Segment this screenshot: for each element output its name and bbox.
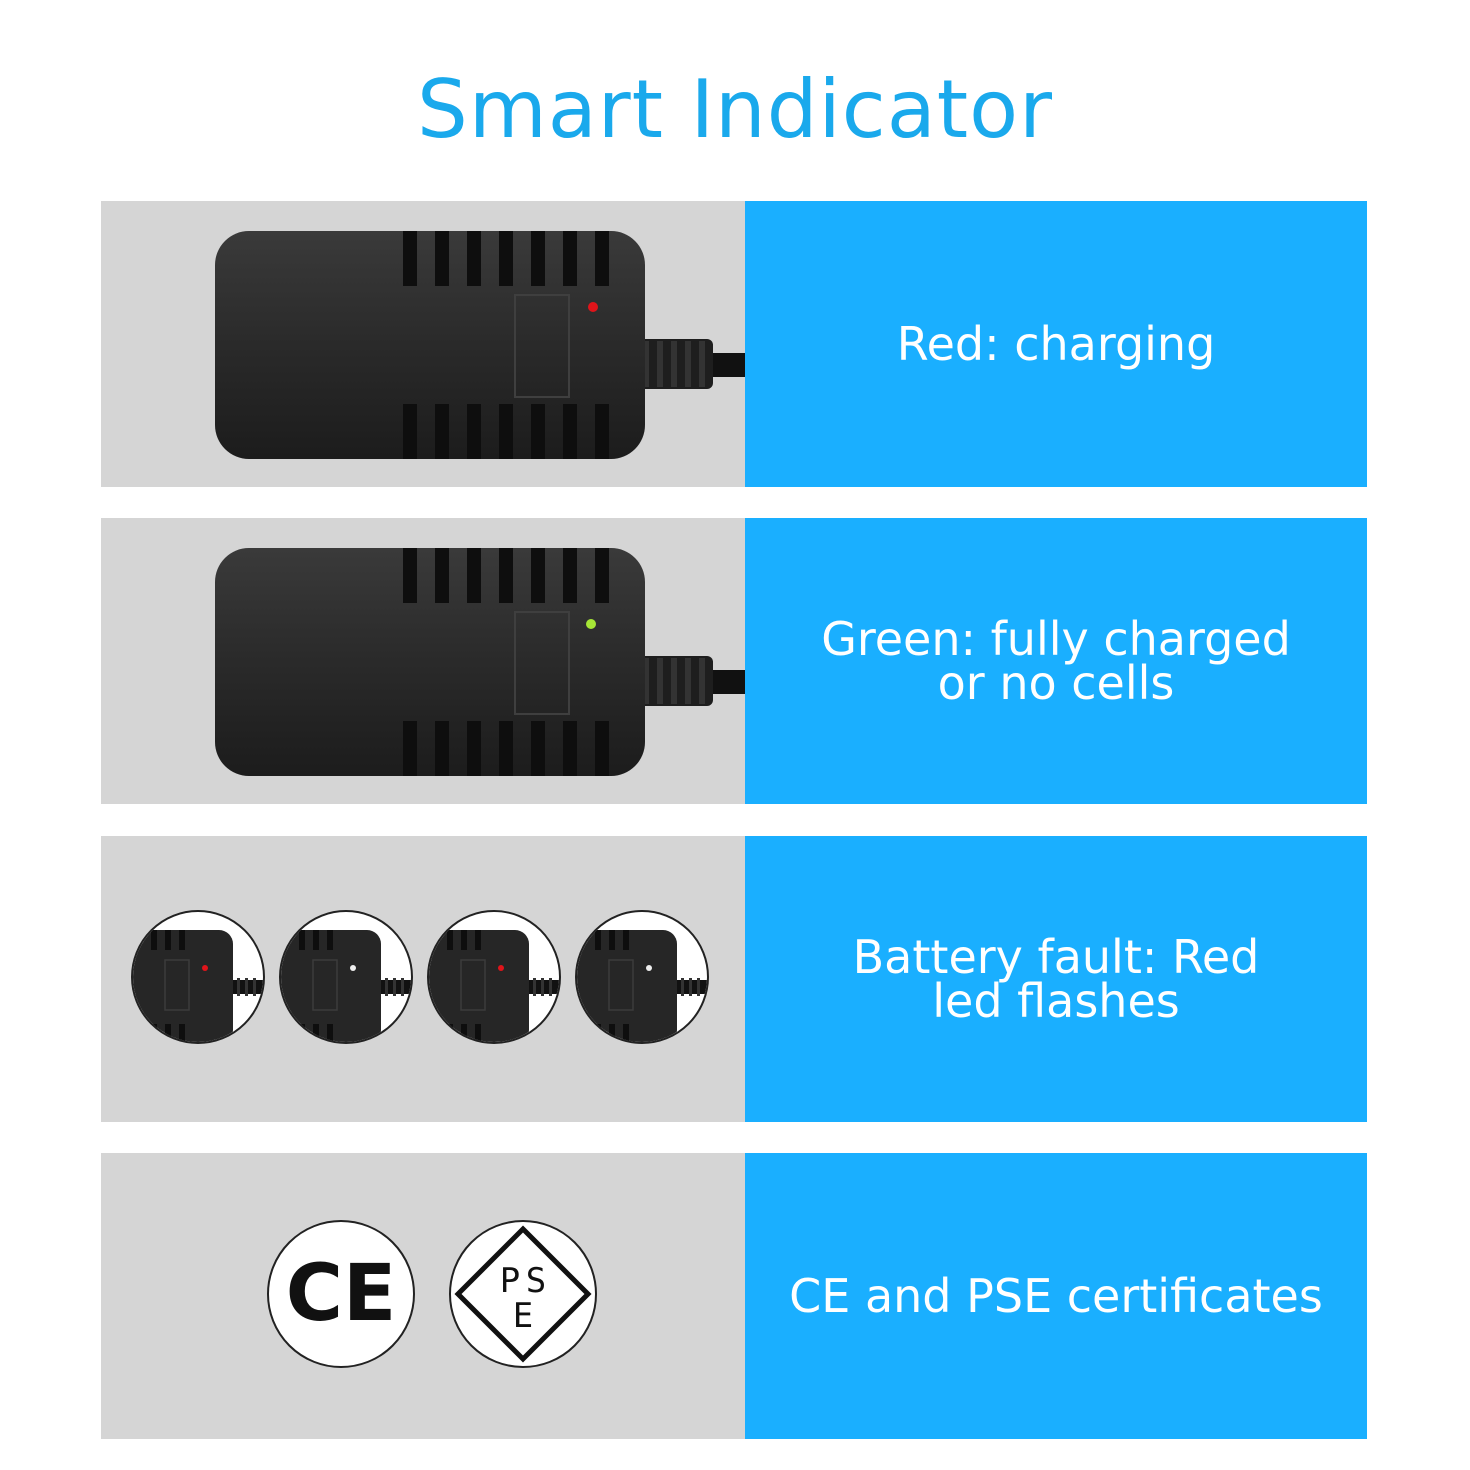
- indicator-row-certificates: CE P S E CE and PSE certificates: [101, 1153, 1367, 1439]
- caption-line: or no cells: [937, 656, 1175, 710]
- pse-letter: E: [513, 1296, 533, 1336]
- led-indicator: [588, 302, 598, 312]
- certificate-badges: CE P S E: [266, 1219, 598, 1369]
- charger-red-led-image: [215, 231, 745, 459]
- led-indicator: [586, 619, 596, 629]
- caption-line: Battery fault: Red: [852, 930, 1260, 984]
- page-title: Smart Indicator: [417, 63, 1053, 156]
- caption-panel: Green: fully charged or no cells: [745, 518, 1367, 804]
- charger-circle-red-icon: [427, 910, 561, 1044]
- charger-circle-red-icon: [131, 910, 265, 1044]
- caption-charging: Red: charging: [867, 317, 1246, 371]
- caption-line: led flashes: [932, 974, 1180, 1028]
- charger-image-panel: [101, 201, 745, 487]
- flash-sequence: [131, 910, 709, 1044]
- indicator-row-charging: Red: charging: [101, 201, 1367, 487]
- caption-panel: CE and PSE certificates: [745, 1153, 1367, 1439]
- charger-circle-white-icon: [279, 910, 413, 1044]
- caption-line: Red: charging: [896, 317, 1216, 371]
- caption-line: Green: fully charged: [821, 612, 1291, 666]
- certificates-panel: CE P S E: [101, 1153, 745, 1439]
- caption-line: CE and PSE certificates: [789, 1269, 1323, 1323]
- charger-circle-white-icon: [575, 910, 709, 1044]
- charger-image-panel: [101, 836, 745, 1122]
- caption-panel: Red: charging: [745, 201, 1367, 487]
- indicator-row-battery-fault: Battery fault: Red led flashes: [101, 836, 1367, 1122]
- pse-mark-icon: P S E: [449, 1220, 597, 1368]
- charger-image-panel: [101, 518, 745, 804]
- ce-mark-icon: CE: [267, 1220, 415, 1368]
- pse-letter: S: [526, 1261, 546, 1301]
- indicator-row-fully-charged: Green: fully charged or no cells: [101, 518, 1367, 804]
- caption-panel: Battery fault: Red led flashes: [745, 836, 1367, 1122]
- caption-battery-fault: Battery fault: Red led flashes: [823, 930, 1290, 1028]
- caption-fully-charged: Green: fully charged or no cells: [791, 612, 1321, 710]
- charger-green-led-image: [215, 548, 745, 776]
- ce-mark-text: CE: [286, 1249, 397, 1339]
- pse-letter: P: [500, 1261, 520, 1301]
- caption-certificates: CE and PSE certificates: [759, 1269, 1353, 1323]
